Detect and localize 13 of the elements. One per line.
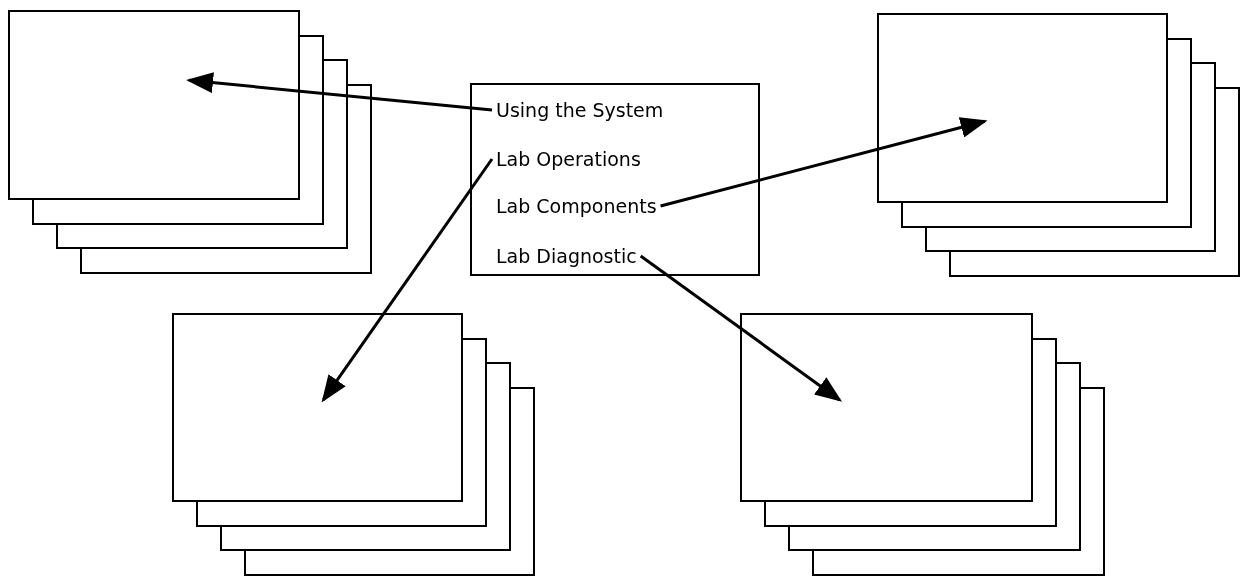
page-card [172,313,463,502]
arrow [321,158,494,403]
arrow [639,254,843,402]
arrow [660,117,988,208]
page-card [877,13,1168,203]
menu-box [470,83,760,276]
page-card [8,10,300,200]
menu-item: Lab Diagnostic [496,243,637,269]
menu-item: Lab Operations [496,146,641,172]
arrow [186,72,493,112]
menu-item: Using the System [496,97,664,123]
menu-item: Lab Components [496,193,657,219]
page-card [740,313,1033,502]
